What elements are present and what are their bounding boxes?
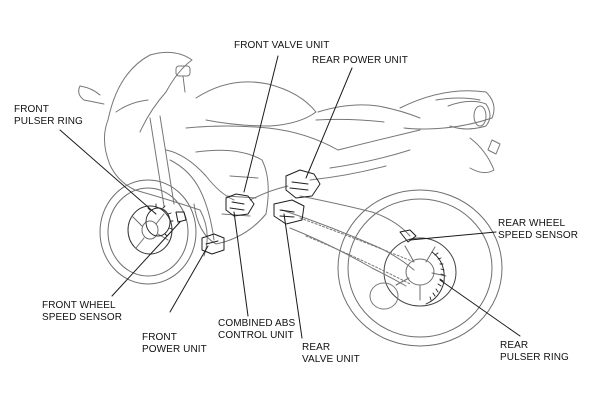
motorcycle-body — [78, 51, 501, 310]
rear-wheel — [337, 189, 503, 347]
label-front-wheel-speed-sensor: FRONT WHEEL SPEED SENSOR — [42, 300, 123, 323]
label-front-power-unit: FRONT POWER UNIT — [142, 332, 207, 355]
leader-front-power-unit — [169, 245, 209, 313]
label-rear-wheel-speed-sensor: REAR WHEEL SPEED SENSOR — [498, 218, 579, 241]
label-front-valve-unit: FRONT VALVE UNIT — [234, 40, 330, 51]
rear-pulser-ring — [425, 251, 445, 305]
abs-components — [175, 169, 417, 255]
leader-front-wheel-speed-sensor — [111, 221, 181, 297]
front-pulser-ring — [145, 203, 174, 237]
leader-rear-power-unit — [305, 67, 353, 179]
leader-rear-valve-unit — [283, 213, 303, 339]
leader-front-valve-unit — [243, 55, 279, 193]
label-rear-power-unit: REAR POWER UNIT — [312, 55, 408, 66]
leader-front-pulser-ring — [59, 129, 157, 215]
leader-rear-wheel-speed-sensor — [409, 231, 497, 241]
label-combined-abs-control-unit: COMBINED ABS CONTROL UNIT — [218, 318, 296, 341]
label-rear-pulser-ring: REAR PULSER RING — [500, 340, 569, 363]
front-wheel — [99, 179, 197, 285]
leader-rear-pulser-ring — [439, 279, 521, 337]
label-front-pulser-ring: FRONT PULSER RING — [14, 104, 83, 127]
label-rear-valve-unit: REAR VALVE UNIT — [302, 342, 360, 365]
leader-lines — [59, 55, 521, 339]
leader-combined-abs-control-unit — [233, 211, 249, 317]
